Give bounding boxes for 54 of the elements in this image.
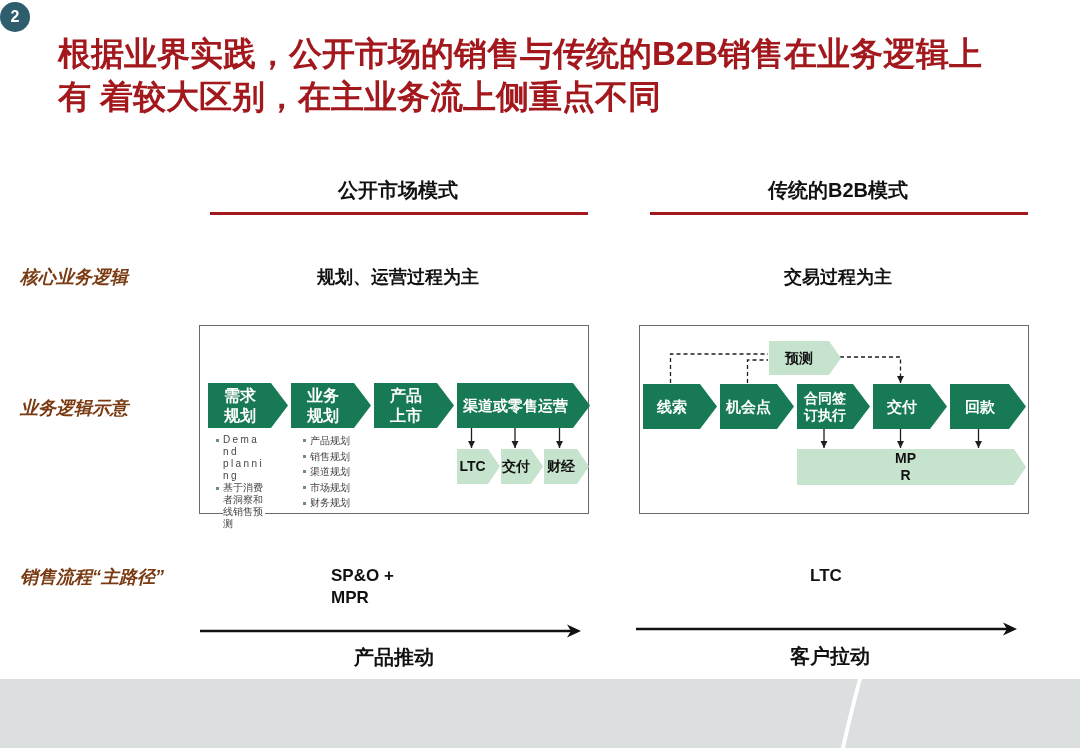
column-heading: 公开市场模式 [338, 178, 458, 203]
process-step [291, 383, 371, 428]
bullet-text: 基于消费者洞察和线销售预测 [223, 482, 265, 530]
process-step [374, 383, 454, 428]
slide-title: 根据业界实践，公开市场的销售与传统的B2B销售在业务逻辑上有 着较大区别，在主业务流上侧重点不同 [58, 34, 984, 117]
flow-label: LTC [810, 565, 842, 587]
step-label: 需求规划 [222, 386, 257, 425]
bullet-text: 财务规划 [310, 495, 350, 511]
arrow [468, 426, 475, 449]
step-label: MPR [894, 450, 917, 484]
column-heading: 传统的B2B模式 [768, 178, 908, 203]
direction-caption: 产品推动 [354, 645, 434, 670]
row-heading: 销售流程“主路径” [20, 566, 164, 589]
direction-caption: 客户拉动 [790, 644, 870, 669]
diagram-frame [639, 325, 1029, 514]
process-step [501, 449, 543, 484]
flow-label: SP&O + MPR [331, 565, 395, 609]
process-step [769, 341, 841, 375]
bullet-text: 产品规划 [310, 433, 350, 449]
row-heading: 业务逻辑示意 [20, 397, 128, 420]
step-label: 合同签订执行 [802, 389, 847, 424]
step-label: 交付 [886, 397, 917, 416]
step-label: 渠道或零售运营 [462, 396, 568, 415]
arrow [511, 426, 519, 449]
process-step [544, 449, 589, 484]
arrow [975, 427, 982, 449]
step-label: 预测 [785, 349, 813, 367]
process-step [720, 384, 794, 429]
process-step [797, 384, 870, 429]
step-label: 财经 [546, 458, 575, 475]
process-step [457, 383, 590, 428]
step-label: 产品上市 [388, 386, 423, 425]
process-step [873, 384, 947, 429]
number-badge: 2 [0, 2, 30, 32]
summary-text: 交易过程为主 [784, 266, 892, 289]
process-step [797, 449, 1026, 485]
process-step [643, 384, 717, 429]
bullet-text: 渠道规划 [310, 464, 350, 480]
arrow [556, 426, 563, 449]
arrow [820, 427, 828, 449]
summary-text: 规划、运营过程为主 [317, 266, 479, 289]
step-label: 机会点 [726, 397, 771, 416]
step-label: LTC [459, 458, 486, 475]
step-label: 线索 [656, 397, 687, 416]
step-label: 交付 [502, 458, 530, 475]
step-label: 业务规划 [305, 386, 340, 425]
arrow [897, 427, 904, 449]
dashed-connector-line [746, 359, 769, 384]
process-step [208, 383, 288, 428]
process-step [950, 384, 1026, 429]
step-label: 回款 [964, 397, 995, 416]
process-step [457, 449, 500, 484]
dashed-arrow [839, 356, 904, 384]
row-heading: 核心业务逻辑 [20, 266, 128, 289]
